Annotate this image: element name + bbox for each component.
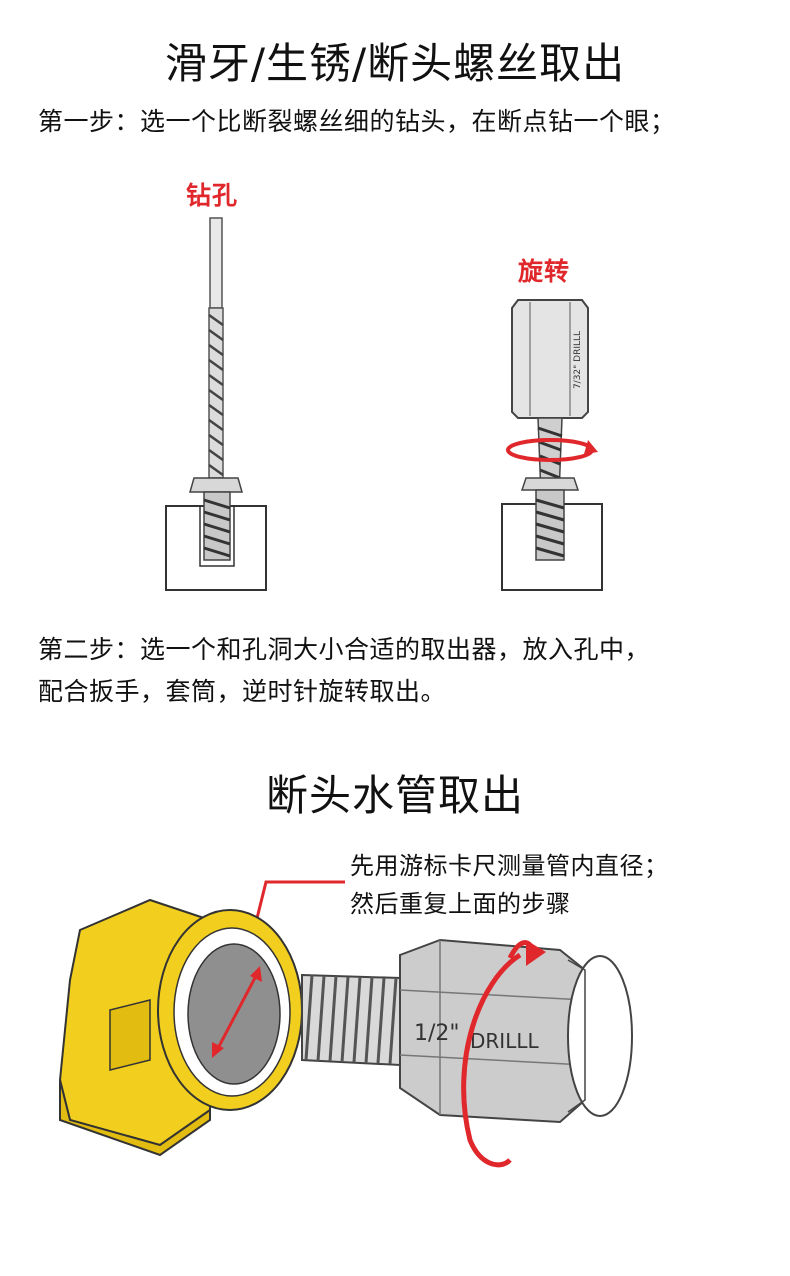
- section2-title: 断头水管取出: [265, 771, 524, 820]
- note-line2: 然后重复上面的步骤: [350, 890, 571, 918]
- extractor-hex-body: 7/32" DRILLL: [511, 299, 589, 419]
- rotation-arrow-icon: [506, 438, 598, 462]
- screw-head-2: [520, 477, 580, 491]
- extractor-hex-body-large: 1/2" DRILLL: [399, 938, 633, 1124]
- step2-line1: 第二步：选一个和孔洞大小合适的取出器，放入孔中，: [38, 635, 651, 664]
- drill-label: 钻孔: [186, 181, 239, 210]
- extractor-thread-large: [301, 973, 401, 1067]
- drill-flutes: [208, 307, 224, 479]
- screw-thread-2: [535, 489, 565, 561]
- note-line1: 先用游标卡尺测量管内直径；: [350, 852, 669, 880]
- diameter-arrow-icon: [212, 966, 262, 1058]
- drill-illustration: [165, 217, 267, 591]
- step2-line2: 配合扳手，套筒，逆时针旋转取出。: [38, 677, 447, 706]
- pipe-bore: [187, 943, 281, 1085]
- extractor-brand-large: DRILLL: [470, 1029, 539, 1053]
- step1-text: 第一步：选一个比断裂螺丝细的钻头，在断点钻一个眼；: [38, 107, 676, 136]
- extractor-size-label: 7/32" DRILLL: [573, 331, 583, 389]
- extractor-illustration: 7/32" DRILLL: [501, 299, 603, 591]
- rotation-arrow-large-icon: [461, 940, 546, 1168]
- rotate-label: 旋转: [518, 257, 571, 286]
- extractor-size-large: 1/2": [414, 1021, 460, 1046]
- screw-thread: [203, 491, 231, 561]
- section1-title: 滑牙/生锈/断头螺丝取出: [164, 39, 626, 88]
- drill-shank: [209, 217, 223, 309]
- screw-head: [189, 477, 243, 493]
- pipe-elbow-fitting: [58, 898, 303, 1157]
- drilled-hole: [199, 506, 235, 567]
- pipe-illustration: 1/2" DRILLL: [58, 880, 633, 1168]
